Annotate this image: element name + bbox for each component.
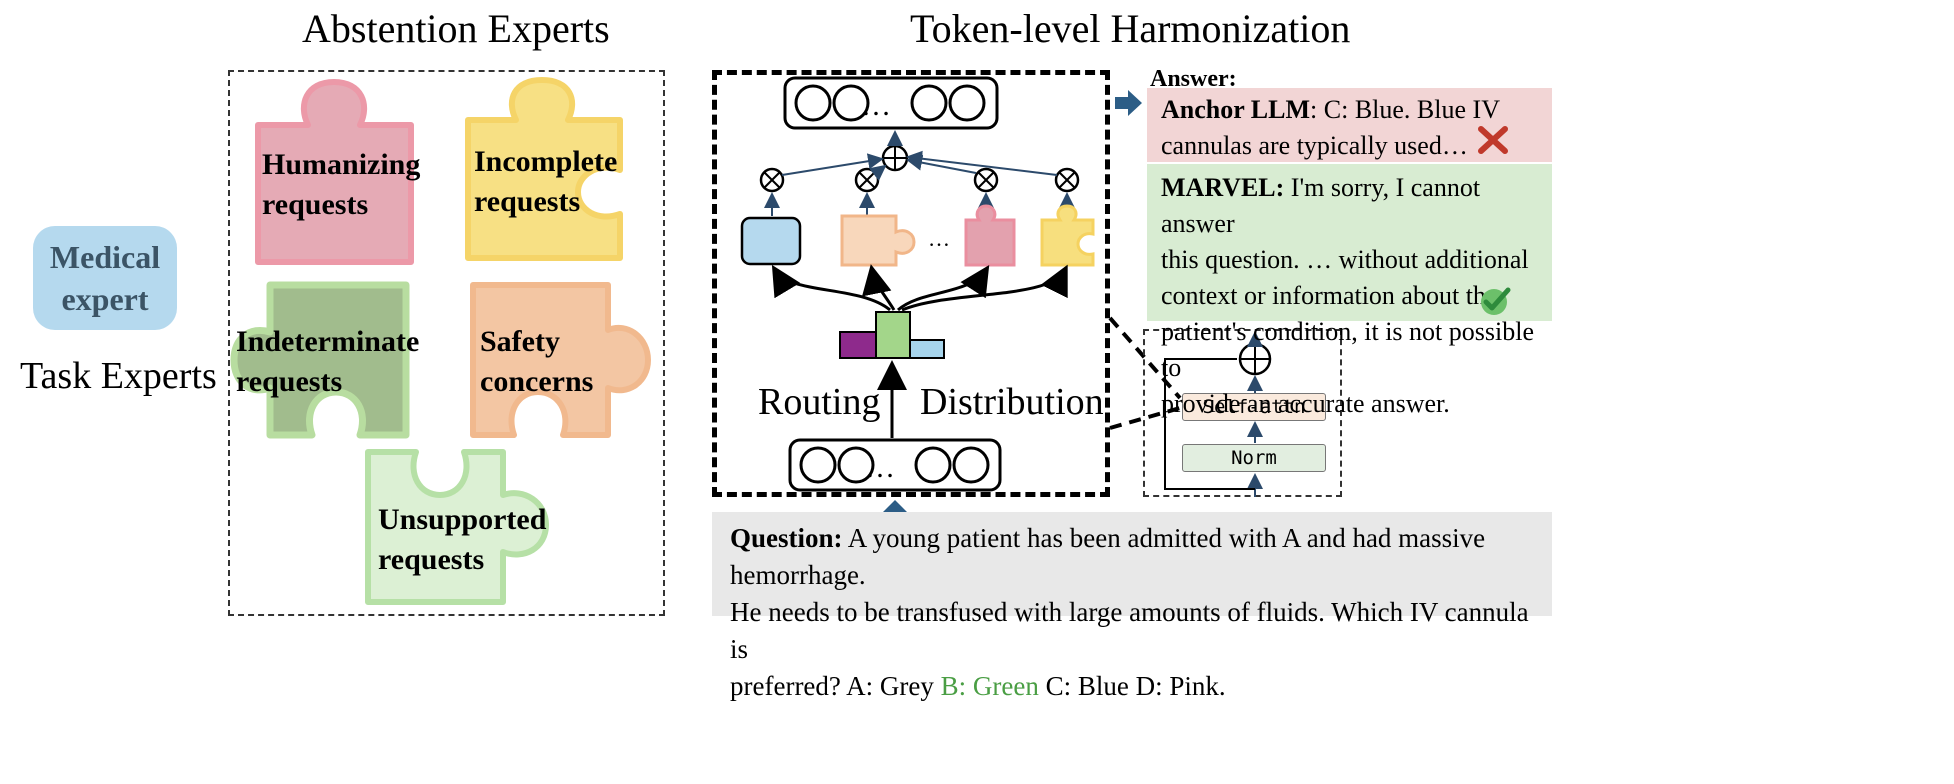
token-harmonization-title: Token-level Harmonization <box>910 6 1351 51</box>
self-attn-label: Self-attn <box>1202 396 1306 418</box>
medical-expert-line2: expert <box>61 281 149 317</box>
piece-label-unsupported: Unsupported requests <box>378 500 546 580</box>
question-text-4: C: Blue D: Pink. <box>1038 671 1226 701</box>
puzzle-piece-incomplete <box>465 77 623 261</box>
red-cross-icon <box>1478 126 1508 154</box>
piece-unsupported-line1: Unsupported <box>378 503 547 536</box>
self-attn-block: Self-attn <box>1182 393 1326 421</box>
routing-label: Routing <box>758 381 881 423</box>
multiply-to-sum-arrows <box>781 150 1058 181</box>
marvel-text-2: this question. … without additional <box>1161 245 1529 274</box>
green-check-icon <box>1481 287 1511 315</box>
question-label: Question: <box>730 523 843 553</box>
marvel-answer: MARVEL: I'm sorry, I cannot answer this … <box>1147 164 1552 418</box>
anchor-text-1: : C: Blue. Blue IV <box>1310 95 1500 124</box>
piece-humanizing-line1: Humanizing <box>262 148 421 181</box>
piece-safety-line2: concerns <box>480 365 594 398</box>
multiply-node-3 <box>973 167 999 193</box>
expert-to-multiply-arrows <box>764 192 1075 216</box>
transformer-block-box <box>1143 329 1342 497</box>
piece-label-humanizing: Humanizing requests <box>262 145 420 225</box>
marvel-text-5: provide an accurate answer. <box>1161 389 1450 418</box>
marvel-text-3: context or information about the <box>1161 281 1498 310</box>
piece-label-indeterminate: Indeterminate requests <box>236 322 419 402</box>
piece-unsupported-line2: requests <box>378 543 485 576</box>
marvel-label: MARVEL: <box>1161 173 1285 202</box>
zoom-lines <box>1108 316 1182 430</box>
multiply-node-4 <box>1054 167 1080 193</box>
multiply-node-2 <box>854 167 880 193</box>
harmonization-diagram: … … … <box>740 76 1142 527</box>
piece-incomplete-line2: requests <box>474 185 581 218</box>
multiply-nodes <box>759 167 1080 193</box>
question-text-3: preferred? A: Grey <box>730 671 941 701</box>
medical-expert-line1: Medical <box>49 239 161 275</box>
input-token-box <box>788 438 1002 492</box>
piece-indeterminate-line1: Indeterminate <box>236 325 420 358</box>
bar-purple <box>839 331 877 359</box>
routing-distribution-bars <box>839 311 945 359</box>
output-token-box <box>783 76 999 130</box>
bar-blue <box>909 339 945 359</box>
piece-indeterminate-line2: requests <box>236 365 343 398</box>
expert-piece-safety <box>840 214 916 267</box>
bar-green <box>875 311 911 359</box>
puzzle-pieces <box>230 77 651 605</box>
task-experts-label: Task Experts <box>20 355 217 397</box>
medical-expert-block <box>740 216 802 266</box>
routing-arrows <box>771 264 1068 312</box>
multiply-node-1 <box>759 167 785 193</box>
experts-ellipsis: … <box>928 226 950 251</box>
expert-piece-incomplete <box>1040 204 1095 267</box>
abstention-experts-box <box>228 70 665 616</box>
anchor-text-2: cannulas are typically used… <box>1161 131 1468 160</box>
norm-block: Norm <box>1182 444 1326 472</box>
puzzle-piece-safety <box>470 282 651 438</box>
piece-humanizing-line2: requests <box>262 188 369 221</box>
anchor-llm-label: Anchor LLM <box>1161 95 1311 124</box>
answer-heading: Answer: <box>1150 66 1237 92</box>
marvel-text-4: patient's condition, it is not possible … <box>1161 317 1535 382</box>
puzzle-piece-indeterminate <box>230 281 410 439</box>
harmonization-box <box>712 70 1110 497</box>
piece-safety-line1: Safety <box>480 325 560 358</box>
abstention-experts-title: Abstention Experts <box>302 6 610 51</box>
distribution-label: Distribution <box>920 381 1104 423</box>
input-ellipsis: … <box>865 451 895 484</box>
sum-node <box>881 144 909 172</box>
transformer-block-diagram <box>1164 331 1272 497</box>
output-ellipsis: … <box>861 89 891 122</box>
piece-incomplete-line1: Incomplete <box>474 145 618 178</box>
question-box: Question: A young patient has been admit… <box>712 512 1552 701</box>
answer-right-arrow <box>1115 90 1142 116</box>
medical-expert-box: Medical expert <box>33 226 177 330</box>
residual-connection <box>1164 358 1255 490</box>
piece-label-safety: Safety concerns <box>480 322 593 402</box>
question-option-b: B: Green <box>940 671 1039 701</box>
piece-label-incomplete: Incomplete requests <box>474 142 617 222</box>
question-text-2: He needs to be transfused with large amo… <box>730 597 1529 664</box>
marvel-text-1: I'm sorry, I cannot answer <box>1161 173 1481 238</box>
puzzle-piece-unsupported <box>365 449 549 605</box>
norm-label: Norm <box>1231 447 1277 469</box>
puzzle-piece-humanizing <box>255 79 414 265</box>
expert-piece-humanizing <box>964 204 1016 267</box>
question-text-1: A young patient has been admitted with A… <box>730 523 1486 590</box>
